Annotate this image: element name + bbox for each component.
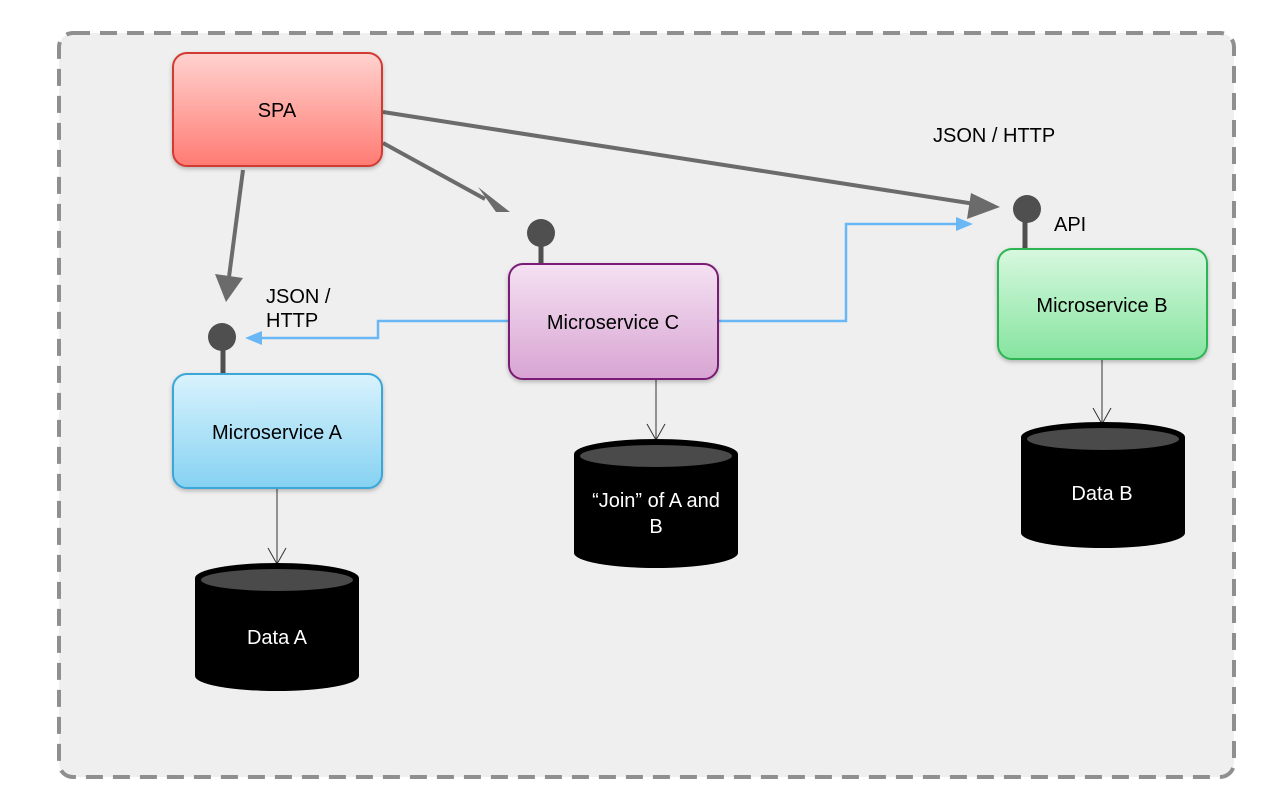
join-database[interactable]: “Join” of A and B xyxy=(574,439,738,568)
api-port-microservice-a xyxy=(208,323,236,374)
microservice-c-node[interactable]: Microservice C xyxy=(508,263,719,380)
spa-to-microservice-a-arrow xyxy=(215,169,245,302)
api-label: API xyxy=(1054,214,1086,236)
json-http-left-label-line2: HTTP xyxy=(266,310,318,332)
microservice-c-to-a-arrow xyxy=(245,319,509,345)
json-http-left-label-line1: JSON / xyxy=(266,286,331,308)
data-b-database[interactable]: Data B xyxy=(1021,422,1185,548)
spa-to-microservice-c-arrow xyxy=(382,141,510,212)
data-a-label: Data A xyxy=(247,627,308,649)
microservice-a-label: Microservice A xyxy=(212,422,343,444)
join-label-line2: B xyxy=(649,516,662,538)
spa-label: SPA xyxy=(258,100,297,122)
microservice-c-to-b-arrow xyxy=(718,217,973,323)
data-a-database[interactable]: Data A xyxy=(195,563,359,691)
microservice-a-node[interactable]: Microservice A xyxy=(172,373,383,489)
microservice-b-label: Microservice B xyxy=(1036,295,1167,317)
microservice-c-label: Microservice C xyxy=(547,312,679,334)
json-http-top-label: JSON / HTTP xyxy=(933,125,1055,147)
api-port-microservice-b xyxy=(1013,195,1041,250)
microservice-b-node[interactable]: Microservice B xyxy=(997,248,1208,360)
join-label-line1: “Join” of A and xyxy=(592,490,720,512)
api-port-microservice-c xyxy=(527,219,555,265)
spa-node[interactable]: SPA xyxy=(172,52,383,167)
data-b-label: Data B xyxy=(1071,483,1132,505)
spa-to-microservice-b-arrow xyxy=(382,110,1000,219)
